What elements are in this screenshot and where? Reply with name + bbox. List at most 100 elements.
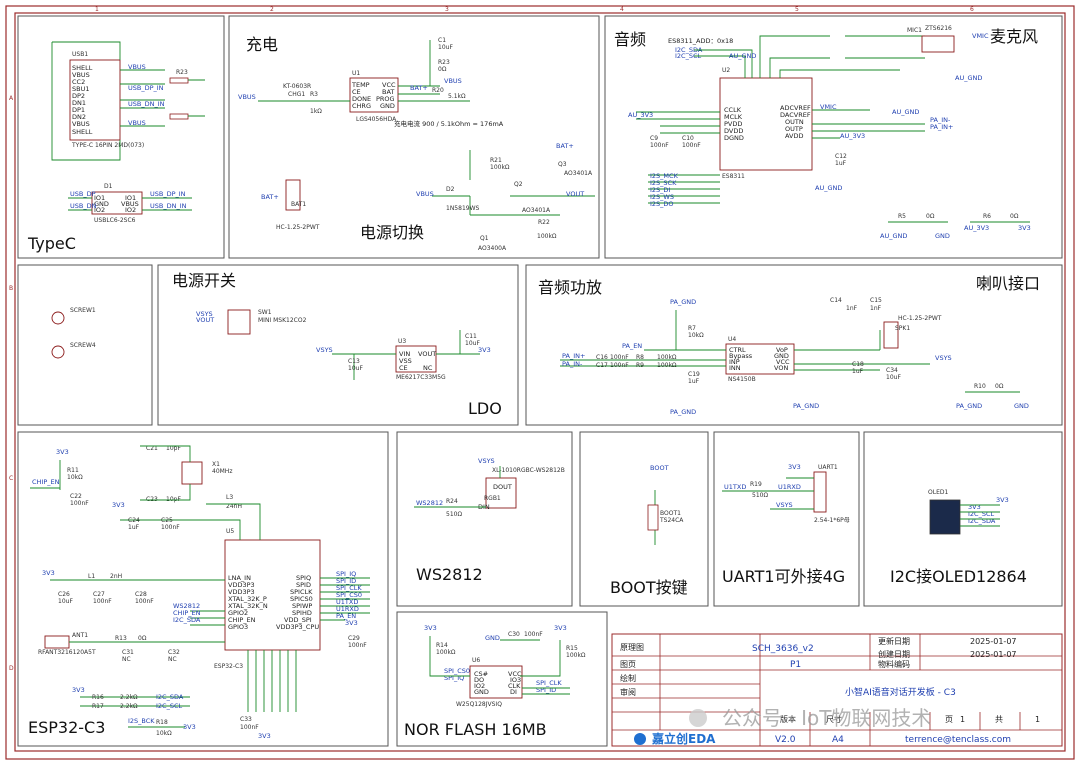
svg-text:GND: GND bbox=[380, 102, 395, 110]
net-chip-en-1: CHIP_EN bbox=[173, 609, 201, 617]
net-3v3-flash-2: 3V3 bbox=[554, 624, 567, 632]
u6-part: W25Q128JVSIQ bbox=[456, 701, 502, 708]
d1-part: USBLC6-2SC6 bbox=[94, 217, 136, 224]
net-gnd-flash: GND bbox=[485, 634, 500, 642]
svg-text:DI: DI bbox=[510, 688, 517, 696]
net-vout-2: VOUT bbox=[196, 316, 214, 324]
screw-block: SCREW1 SCREW4 bbox=[17, 264, 153, 426]
net-3v3-oled: 3V3 bbox=[996, 496, 1009, 504]
svg-text:CHRG: CHRG bbox=[352, 102, 371, 110]
r11-ref: R11 bbox=[67, 467, 79, 474]
r2-ref: R23 bbox=[176, 69, 188, 76]
svg-text:GPIO2: GPIO2 bbox=[228, 609, 248, 617]
net-3v3-oled-2: 3V3 bbox=[968, 503, 981, 511]
r14-val: 100kΩ bbox=[436, 649, 456, 656]
net-i2c-scl-3: I2C_SCL bbox=[968, 510, 995, 518]
usb1-ref: USB1 bbox=[72, 51, 88, 58]
uart1-ref: UART1 bbox=[818, 464, 838, 471]
svg-text:INP: INP bbox=[729, 358, 740, 366]
l1-ref: L1 bbox=[88, 573, 95, 580]
svg-text:XTAL_32K_P: XTAL_32K_P bbox=[228, 595, 267, 603]
svg-text:XTAL_32K_N: XTAL_32K_N bbox=[228, 602, 268, 610]
r18-ref: R18 bbox=[156, 719, 168, 726]
u6-chip bbox=[469, 665, 523, 699]
c28-val: 100nF bbox=[135, 598, 154, 605]
u1-chip bbox=[349, 77, 399, 113]
r8-ref: R8 bbox=[636, 354, 644, 361]
net-u1txd-1: U1TXD bbox=[336, 598, 358, 606]
label-update-date: 更新日期 bbox=[878, 636, 910, 646]
net-spi-cs0-1: SPI_CS0 bbox=[336, 591, 362, 599]
r22-val: 100kΩ bbox=[537, 233, 557, 240]
r15-val: 100kΩ bbox=[566, 652, 586, 659]
c16-ref: C16 bbox=[596, 354, 608, 361]
c23-val: 10pF bbox=[166, 496, 181, 503]
r23-ref: R23 bbox=[438, 59, 450, 66]
svg-text:DP1: DP1 bbox=[72, 106, 85, 114]
watermark: 公众号 · IoT物联网技术 bbox=[722, 706, 931, 730]
net-pa-inn-1: PA_IN- bbox=[930, 116, 951, 124]
c29-val: 100nF bbox=[348, 642, 367, 649]
svg-text:IO2: IO2 bbox=[474, 682, 485, 690]
net-boot: BOOT bbox=[650, 464, 669, 472]
ant1-ref: ANT1 bbox=[72, 632, 88, 639]
net-vbus-2: VBUS bbox=[128, 119, 146, 127]
net-usb-dp: USB_DP bbox=[70, 190, 96, 198]
net-vsys-2: VSYS bbox=[316, 346, 333, 354]
net-bat-2: BAT+ bbox=[261, 193, 279, 201]
svg-text:VoP: VoP bbox=[776, 346, 788, 354]
spk1-chip bbox=[883, 321, 899, 349]
spk1-ref: SPK1 bbox=[895, 325, 910, 332]
r16-val: 2.2kΩ bbox=[120, 694, 138, 701]
c16-val: 100nF bbox=[610, 354, 629, 361]
net-3v3-esp-1: 3V3 bbox=[345, 619, 358, 627]
svg-text:CS#: CS# bbox=[474, 670, 488, 678]
typec-title: TypeC bbox=[27, 234, 76, 253]
net-vbus-3: VBUS bbox=[238, 93, 256, 101]
c19-val: 1uF bbox=[688, 378, 700, 385]
total-pages: 1 bbox=[1035, 715, 1040, 724]
svg-text:CTRL: CTRL bbox=[729, 346, 746, 354]
net-gnd-audio: GND bbox=[935, 232, 950, 240]
label-review: 审阅 bbox=[620, 687, 636, 697]
svg-text:AVDD: AVDD bbox=[785, 132, 804, 140]
net-spi-iq-2: SPI_IQ bbox=[444, 674, 464, 682]
l3-ref: L3 bbox=[226, 494, 233, 501]
net-spi-clk-1: SPI_CLK bbox=[336, 584, 362, 592]
svg-text:IO1: IO1 bbox=[125, 194, 136, 202]
net-au-gnd-2: AU_GND bbox=[892, 108, 919, 116]
jlc-logo-icon bbox=[634, 733, 646, 745]
sch-name: SCH_3636_v2 bbox=[752, 644, 814, 654]
svg-text:GPIO3: GPIO3 bbox=[228, 623, 248, 631]
sheet-border bbox=[5, 5, 1075, 760]
net-i2s-mck: I2S_MCK bbox=[650, 172, 679, 180]
net-u1rxd-2: U1RXD bbox=[778, 483, 801, 491]
power-switch-title: 电源开关 bbox=[172, 271, 236, 290]
net-pa-gnd-3: PA_GND bbox=[793, 402, 819, 410]
r20-val: 5.1kΩ bbox=[448, 93, 466, 100]
c13-ref: C13 bbox=[348, 358, 360, 365]
oled1-ref: OLED1 bbox=[928, 489, 948, 496]
net-au-gnd-3: AU_GND bbox=[815, 184, 842, 192]
svg-text:SPIHD: SPIHD bbox=[292, 609, 312, 617]
c18-val: 1uF bbox=[852, 368, 864, 375]
r9-val: 100kΩ bbox=[657, 362, 677, 369]
net-vmic-2: VMIC bbox=[972, 32, 989, 40]
c31-val: NC bbox=[122, 656, 131, 663]
r19-ref: R19 bbox=[750, 481, 762, 488]
net-i2s-di: I2S_DI bbox=[650, 186, 670, 194]
net-vsys-5: VSYS bbox=[776, 501, 793, 509]
net-usb-dn-in-2: USB_DN_IN bbox=[150, 202, 187, 210]
svg-text:VCC: VCC bbox=[382, 81, 396, 89]
c19-ref: C19 bbox=[688, 371, 700, 378]
r21-val: 100kΩ bbox=[490, 164, 510, 171]
svg-text:VSS: VSS bbox=[399, 357, 412, 365]
r6-val: 0Ω bbox=[1010, 213, 1019, 220]
svg-text:GND: GND bbox=[94, 200, 109, 208]
r10-val: 0Ω bbox=[995, 383, 1004, 390]
c26-val: 10uF bbox=[58, 598, 73, 605]
svg-text:SBU1: SBU1 bbox=[72, 85, 89, 93]
net-3v3-esp-4: 3V3 bbox=[42, 569, 55, 577]
net-i2c-scl-1: I2C_SCL bbox=[675, 52, 702, 60]
